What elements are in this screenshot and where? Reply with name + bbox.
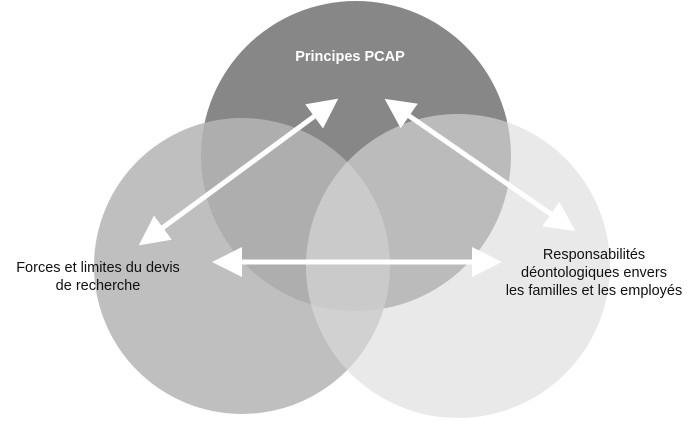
arrow-top-left — [138, 98, 339, 246]
label-left-line-1: Forces et limites du devis — [16, 260, 180, 276]
label-left-line-2: de recherche — [55, 278, 141, 294]
arrow-top-right — [384, 98, 576, 232]
label-forces-limites: Forces et limites du devis de recherche — [0, 259, 196, 295]
label-right-line-1: Responsabilités — [542, 247, 646, 263]
label-right-line-3: les familles et les employés — [505, 283, 683, 299]
label-principes-pcap: Principes PCAP — [240, 48, 460, 66]
label-responsabilites: Responsabilités déontologiques envers le… — [490, 246, 698, 300]
label-right-line-2: déontologiques envers — [521, 265, 667, 281]
label-top-text: Principes PCAP — [295, 49, 405, 65]
